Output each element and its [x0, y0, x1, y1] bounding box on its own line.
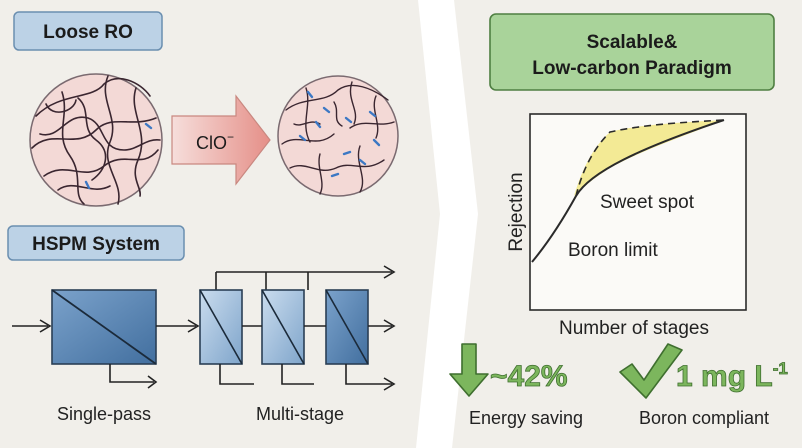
oxidant-charge: −: [227, 130, 234, 144]
stage-module-2: [261, 289, 305, 365]
stage-module-3: [325, 289, 369, 365]
membrane-pristine: [29, 73, 163, 207]
multi-stage-system: [199, 265, 396, 391]
boron-value: 1 mg L-1: [676, 359, 788, 393]
paradigm-label: Scalable& Low-carbon Paradigm: [489, 13, 775, 91]
multi-stage-label: Multi-stage: [256, 404, 344, 424]
rejection-plot: Sweet spot Boron limit Rejection Number …: [506, 113, 747, 339]
loose-ro-label-text: Loose RO: [43, 22, 133, 43]
paradigm-line-1: Scalable&: [587, 32, 678, 53]
oxidant-label: ClO−: [196, 130, 234, 153]
sweet-spot-label: Sweet spot: [600, 192, 695, 213]
boron-caption: Boron compliant: [639, 408, 769, 428]
energy-value: ~42%: [490, 360, 568, 393]
boron-limit-curve: [531, 119, 725, 263]
boron-limit-label: Boron limit: [568, 240, 658, 261]
check-icon: [619, 343, 683, 399]
boron-metric: 1 mg L-1 Boron compliant: [619, 343, 788, 428]
y-axis-label: Rejection: [506, 172, 527, 251]
energy-metric: ~42% Energy saving: [449, 343, 583, 428]
sweet-spot-region: [574, 120, 724, 196]
single-pass-module: [12, 289, 200, 389]
oxidation-arrow: ClO−: [171, 94, 271, 186]
loose-ro-label: Loose RO: [13, 11, 163, 51]
paradigm-line-2: Low-carbon Paradigm: [532, 58, 732, 79]
oxidant-formula: ClO: [196, 133, 227, 153]
down-arrow-icon: [449, 343, 489, 397]
hspm-label: HSPM System: [7, 225, 185, 261]
panel-divider: [416, 0, 478, 448]
x-axis-label: Number of stages: [559, 318, 709, 339]
boron-value-exponent: -1: [773, 359, 788, 378]
single-pass-label: Single-pass: [57, 404, 151, 424]
stage-module-1: [199, 289, 243, 365]
upper-envelope-curve: [575, 119, 725, 197]
membrane-oxidized: [277, 75, 399, 197]
energy-caption: Energy saving: [469, 408, 583, 428]
hspm-label-text: HSPM System: [32, 234, 160, 255]
boron-value-main: 1 mg L: [676, 360, 773, 393]
